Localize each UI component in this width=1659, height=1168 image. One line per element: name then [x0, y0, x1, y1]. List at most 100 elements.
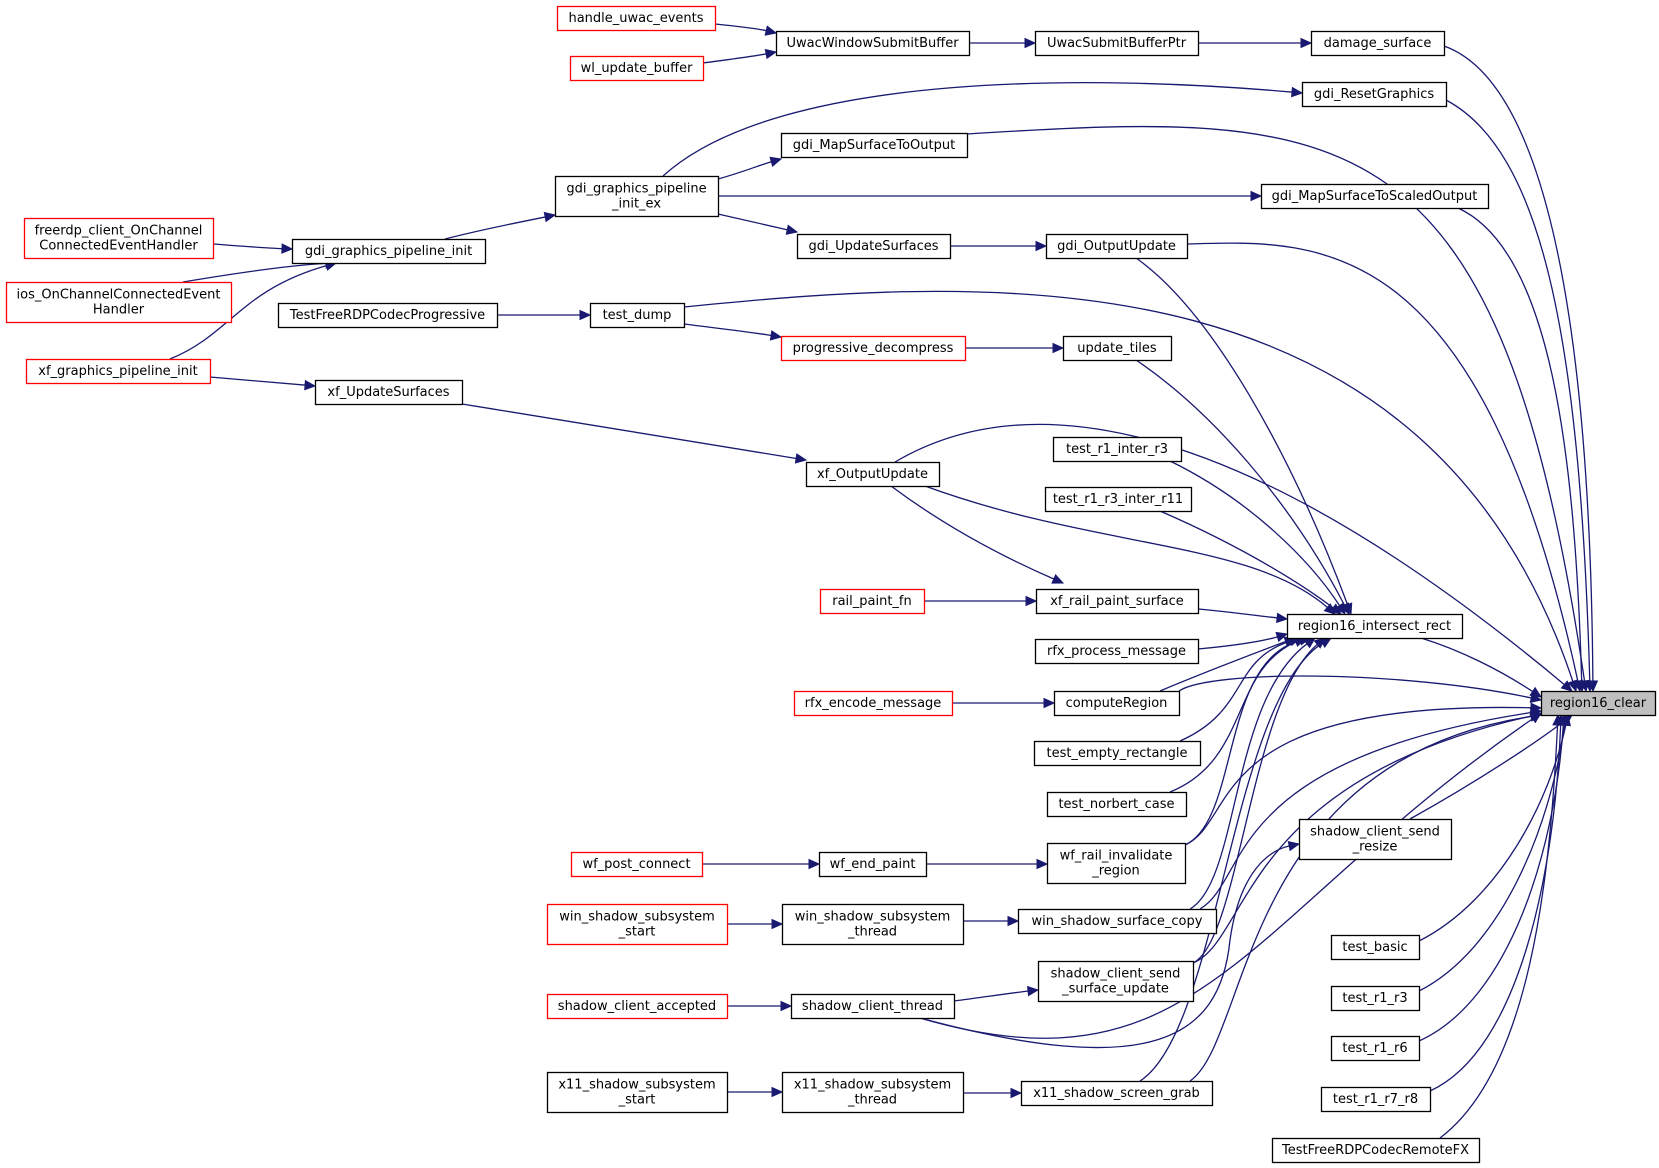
node-xf_OutputUpdate[interactable]: xf_OutputUpdate — [805, 461, 941, 488]
node-gdi_ResetGraphics[interactable]: gdi_ResetGraphics — [1301, 81, 1448, 108]
node-box[interactable] — [1330, 985, 1421, 1012]
node-shadow_client_accepted[interactable]: shadow_client_accepted — [546, 993, 729, 1020]
node-box[interactable] — [1298, 818, 1453, 861]
node-box[interactable] — [1320, 1086, 1432, 1113]
node-box[interactable] — [1020, 1080, 1214, 1107]
node-box[interactable] — [1053, 690, 1181, 717]
node-UwacWindowSubmitBuffer[interactable]: UwacWindowSubmitBuffer — [775, 30, 971, 57]
node-TestFreeRDPCodecProgressive[interactable]: TestFreeRDPCodecProgressive — [277, 302, 499, 329]
node-rail_paint_fn[interactable]: rail_paint_fn — [819, 588, 926, 615]
node-box[interactable] — [805, 461, 941, 488]
node-wf_rail_invalidate_region[interactable]: wf_rail_invalidate_region — [1046, 842, 1187, 885]
node-box[interactable] — [546, 903, 729, 946]
node-shadow_client_send_resize[interactable]: shadow_client_send_resize — [1298, 818, 1453, 861]
node-region16_intersect_rect[interactable]: region16_intersect_rect — [1286, 613, 1464, 640]
node-update_tiles[interactable]: update_tiles — [1062, 335, 1173, 362]
node-box[interactable] — [589, 302, 686, 329]
node-gdi_MapSurfaceToOutput[interactable]: gdi_MapSurfaceToOutput — [780, 132, 969, 159]
node-rfx_encode_message[interactable]: rfx_encode_message — [793, 690, 954, 717]
node-gdi_graphics_pipeline_init[interactable]: gdi_graphics_pipeline_init — [291, 238, 487, 265]
node-box[interactable] — [780, 132, 969, 159]
node-xf_UpdateSurfaces[interactable]: xf_UpdateSurfaces — [314, 379, 464, 406]
node-box[interactable] — [1037, 960, 1195, 1003]
node-xf_rail_paint_surface[interactable]: xf_rail_paint_surface — [1035, 588, 1200, 615]
node-wf_end_paint[interactable]: wf_end_paint — [818, 851, 928, 878]
node-box[interactable] — [818, 851, 928, 878]
node-test_dump[interactable]: test_dump — [589, 302, 686, 329]
node-box[interactable] — [546, 1071, 729, 1114]
node-box[interactable] — [1017, 908, 1218, 935]
node-box[interactable] — [1046, 842, 1187, 885]
node-test_r1_r3[interactable]: test_r1_r3 — [1330, 985, 1421, 1012]
node-test_r1_inter_r3[interactable]: test_r1_inter_r3 — [1052, 436, 1183, 463]
node-gdi_UpdateSurfaces[interactable]: gdi_UpdateSurfaces — [796, 233, 952, 260]
node-win_shadow_surface_copy[interactable]: win_shadow_surface_copy — [1017, 908, 1218, 935]
node-wl_update_buffer[interactable]: wl_update_buffer — [569, 55, 705, 82]
node-box[interactable] — [1035, 588, 1200, 615]
node-rfx_process_message[interactable]: rfx_process_message — [1034, 638, 1200, 665]
node-box[interactable] — [1045, 233, 1189, 260]
node-UwacSubmitBufferPtr[interactable]: UwacSubmitBufferPtr — [1034, 30, 1200, 57]
node-box[interactable] — [23, 217, 215, 260]
node-box[interactable] — [554, 175, 720, 218]
node-box[interactable] — [781, 1071, 965, 1114]
node-freerdp_client_OnChannelConnectedEventHandler[interactable]: freerdp_client_OnChannelConnectedEventHa… — [23, 217, 215, 260]
node-box[interactable] — [556, 5, 717, 32]
node-box[interactable] — [775, 30, 971, 57]
node-box[interactable] — [314, 379, 464, 406]
node-x11_shadow_subsystem_start[interactable]: x11_shadow_subsystem_start — [546, 1071, 729, 1114]
node-box[interactable] — [569, 55, 705, 82]
node-box[interactable] — [1046, 791, 1188, 818]
node-x11_shadow_subsystem_thread[interactable]: x11_shadow_subsystem_thread — [781, 1071, 965, 1114]
node-gdi_graphics_pipeline_init_ex[interactable]: gdi_graphics_pipeline_init_ex — [554, 175, 720, 218]
node-test_r1_r7_r8[interactable]: test_r1_r7_r8 — [1320, 1086, 1432, 1113]
node-gdi_OutputUpdate[interactable]: gdi_OutputUpdate — [1045, 233, 1189, 260]
node-box[interactable] — [546, 993, 729, 1020]
node-box[interactable] — [1034, 638, 1200, 665]
node-test_r1_r3_inter_r11[interactable]: test_r1_r3_inter_r11 — [1044, 486, 1193, 513]
node-win_shadow_subsystem_thread[interactable]: win_shadow_subsystem_thread — [781, 903, 965, 946]
node-win_shadow_subsystem_start[interactable]: win_shadow_subsystem_start — [546, 903, 729, 946]
node-box[interactable] — [277, 302, 499, 329]
node-test_empty_rectangle[interactable]: test_empty_rectangle — [1033, 740, 1202, 767]
node-computeRegion[interactable]: computeRegion — [1053, 690, 1181, 717]
node-gdi_MapSurfaceToScaledOutput[interactable]: gdi_MapSurfaceToScaledOutput — [1260, 183, 1490, 210]
node-box[interactable] — [781, 903, 965, 946]
node-box[interactable] — [1271, 1137, 1481, 1164]
node-shadow_client_send_surface_update[interactable]: shadow_client_send_surface_update — [1037, 960, 1195, 1003]
node-box[interactable] — [1540, 690, 1657, 717]
node-box[interactable] — [1052, 436, 1183, 463]
node-box[interactable] — [793, 690, 954, 717]
node-region16_clear[interactable]: region16_clear — [1540, 690, 1657, 717]
node-box[interactable] — [1330, 1035, 1421, 1062]
node-progressive_decompress[interactable]: progressive_decompress — [780, 335, 967, 362]
node-box[interactable] — [819, 588, 926, 615]
node-box[interactable] — [1310, 30, 1446, 57]
node-test_basic[interactable]: test_basic — [1330, 934, 1421, 961]
node-xf_graphics_pipeline_init[interactable]: xf_graphics_pipeline_init — [25, 358, 212, 385]
node-box[interactable] — [1044, 486, 1193, 513]
node-box[interactable] — [1260, 183, 1490, 210]
node-box[interactable] — [5, 281, 233, 324]
node-test_r1_r6[interactable]: test_r1_r6 — [1330, 1035, 1421, 1062]
node-box[interactable] — [796, 233, 952, 260]
node-box[interactable] — [1301, 81, 1448, 108]
node-box[interactable] — [1286, 613, 1464, 640]
node-box[interactable] — [1330, 934, 1421, 961]
node-box[interactable] — [291, 238, 487, 265]
node-handle_uwac_events[interactable]: handle_uwac_events — [556, 5, 717, 32]
node-box[interactable] — [1034, 30, 1200, 57]
node-wf_post_connect[interactable]: wf_post_connect — [570, 851, 704, 878]
node-box[interactable] — [570, 851, 704, 878]
node-TestFreeRDPCodecRemoteFX[interactable]: TestFreeRDPCodecRemoteFX — [1271, 1137, 1481, 1164]
node-box[interactable] — [1062, 335, 1173, 362]
node-test_norbert_case[interactable]: test_norbert_case — [1046, 791, 1188, 818]
node-shadow_client_thread[interactable]: shadow_client_thread — [790, 993, 956, 1020]
node-box[interactable] — [790, 993, 956, 1020]
node-box[interactable] — [25, 358, 212, 385]
node-box[interactable] — [1033, 740, 1202, 767]
node-box[interactable] — [780, 335, 967, 362]
node-damage_surface[interactable]: damage_surface — [1310, 30, 1446, 57]
node-x11_shadow_screen_grab[interactable]: x11_shadow_screen_grab — [1020, 1080, 1214, 1107]
